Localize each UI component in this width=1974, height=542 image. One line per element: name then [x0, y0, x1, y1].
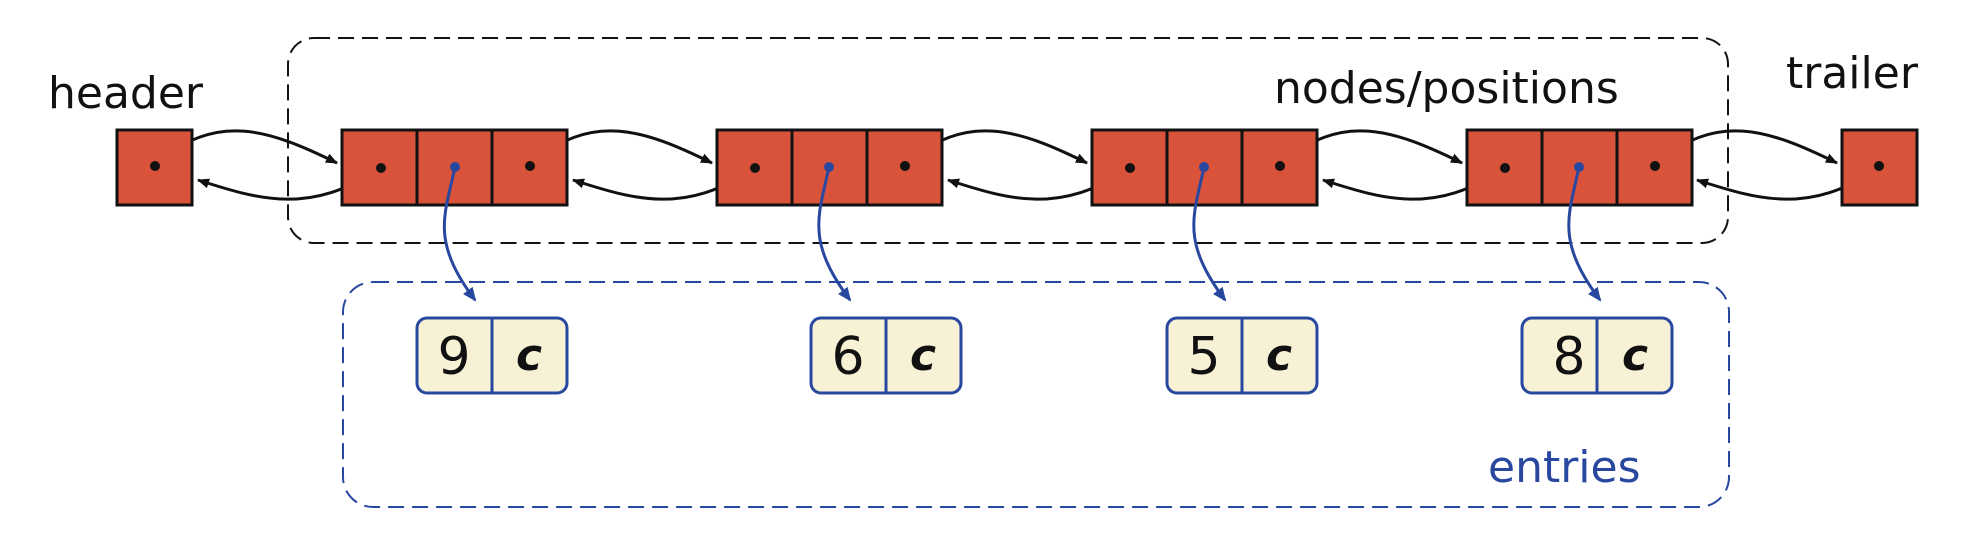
element-pointer-3 — [1192, 166, 1227, 302]
element-pointers — [442, 166, 1602, 302]
header-label: header — [48, 68, 204, 119]
trailer-label: trailer — [1786, 48, 1919, 99]
entry-key: 6 — [831, 327, 864, 387]
list-node — [340, 128, 569, 207]
entries-region — [342, 281, 1730, 508]
header-pointer-dot — [150, 161, 160, 171]
list-node — [715, 128, 944, 207]
entry: 6 c — [809, 316, 963, 395]
list-node — [1465, 128, 1694, 207]
entry: 8 c — [1520, 316, 1674, 395]
entry-key: 5 — [1187, 327, 1220, 387]
nodes-positions-label: nodes/positions — [1274, 63, 1619, 114]
element-pointer-4 — [1567, 166, 1602, 302]
entry-value: c — [516, 330, 542, 381]
entry: 9 c — [415, 316, 569, 395]
entry-value: c — [1266, 330, 1292, 381]
element-pointer-1 — [442, 166, 477, 302]
entry-key: 9 — [437, 327, 470, 387]
element-pointer-2 — [817, 166, 852, 302]
entry-value: c — [1622, 330, 1648, 381]
list-node — [1090, 128, 1319, 207]
entry-key: 8 — [1552, 327, 1585, 387]
entries-label: entries — [1488, 442, 1641, 493]
entry: 5 c — [1165, 316, 1319, 395]
entry-value: c — [910, 330, 936, 381]
trailer-pointer-dot — [1874, 161, 1884, 171]
